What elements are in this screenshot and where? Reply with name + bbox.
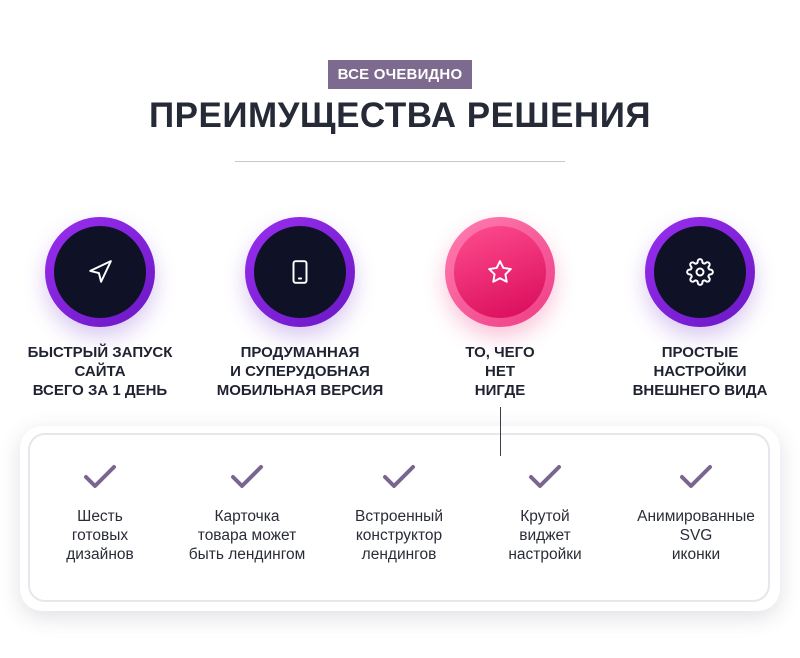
benefit-item-designs: Шесть готовых дизайнов bbox=[25, 462, 175, 564]
feature-icon-ring bbox=[445, 217, 555, 327]
feature-icon-core bbox=[454, 226, 546, 318]
feature-icon-ring bbox=[645, 217, 755, 327]
checkmark-icon bbox=[680, 465, 712, 488]
benefit-label: Карточка товара может быть лендингом bbox=[188, 508, 306, 563]
feature-icon-ring bbox=[245, 217, 355, 327]
benefit-label: Анимированные SVG иконки bbox=[637, 508, 755, 563]
connector-line bbox=[500, 407, 501, 456]
feature-unique: ТО, ЧЕГО НЕТ НИГДЕ bbox=[400, 217, 600, 407]
section-badge: ВСЕ ОЧЕВИДНО bbox=[328, 60, 472, 89]
title-divider bbox=[235, 161, 565, 162]
page-title: ПРЕИМУЩЕСТВА РЕШЕНИЯ bbox=[148, 96, 652, 135]
benefit-item-svg-icons: Анимированные SVG иконки bbox=[621, 462, 771, 564]
navigation-arrow-icon bbox=[89, 260, 112, 283]
feature-fast-launch: БЫСТРЫЙ ЗАПУСК САЙТА ВСЕГО ЗА 1 ДЕНЬ bbox=[0, 217, 200, 407]
feature-caption: ПРОДУМАННАЯ И СУПЕРУДОБНАЯ МОБИЛЬНАЯ ВЕР… bbox=[216, 344, 384, 399]
benefit-item-settings-widget: Крутой виджет настройки bbox=[470, 462, 620, 564]
feature-icon-core bbox=[54, 226, 146, 318]
benefits-panel-border bbox=[28, 433, 770, 602]
feature-icon-core bbox=[654, 226, 746, 318]
benefit-label: Встроенный конструктор лендингов bbox=[355, 508, 443, 563]
benefits-panel bbox=[20, 426, 780, 611]
benefit-label: Шесть готовых дизайнов bbox=[66, 508, 134, 563]
feature-caption: ТО, ЧЕГО НЕТ НИГДЕ bbox=[465, 344, 535, 399]
benefit-label: Крутой виджет настройки bbox=[508, 508, 582, 563]
feature-icon-core bbox=[254, 226, 346, 318]
gear-icon bbox=[686, 258, 714, 286]
smartphone-icon bbox=[292, 260, 308, 284]
checkmark-icon bbox=[529, 465, 561, 488]
benefit-item-landing-card: Карточка товара может быть лендингом bbox=[172, 462, 322, 564]
checkmark-icon bbox=[231, 465, 263, 488]
feature-appearance-settings: ПРОСТЫЕ НАСТРОЙКИ ВНЕШНЕГО ВИДА bbox=[600, 217, 800, 407]
benefit-item-builder: Встроенный конструктор лендингов bbox=[324, 462, 474, 564]
feature-icon-ring bbox=[45, 217, 155, 327]
checkmark-icon bbox=[383, 465, 415, 488]
feature-mobile-version: ПРОДУМАННАЯ И СУПЕРУДОБНАЯ МОБИЛЬНАЯ ВЕР… bbox=[200, 217, 400, 407]
checkmark-icon bbox=[84, 465, 116, 488]
star-icon bbox=[488, 260, 512, 283]
feature-caption: БЫСТРЫЙ ЗАПУСК САЙТА ВСЕГО ЗА 1 ДЕНЬ bbox=[27, 344, 173, 399]
feature-caption: ПРОСТЫЕ НАСТРОЙКИ ВНЕШНЕГО ВИДА bbox=[632, 344, 768, 399]
